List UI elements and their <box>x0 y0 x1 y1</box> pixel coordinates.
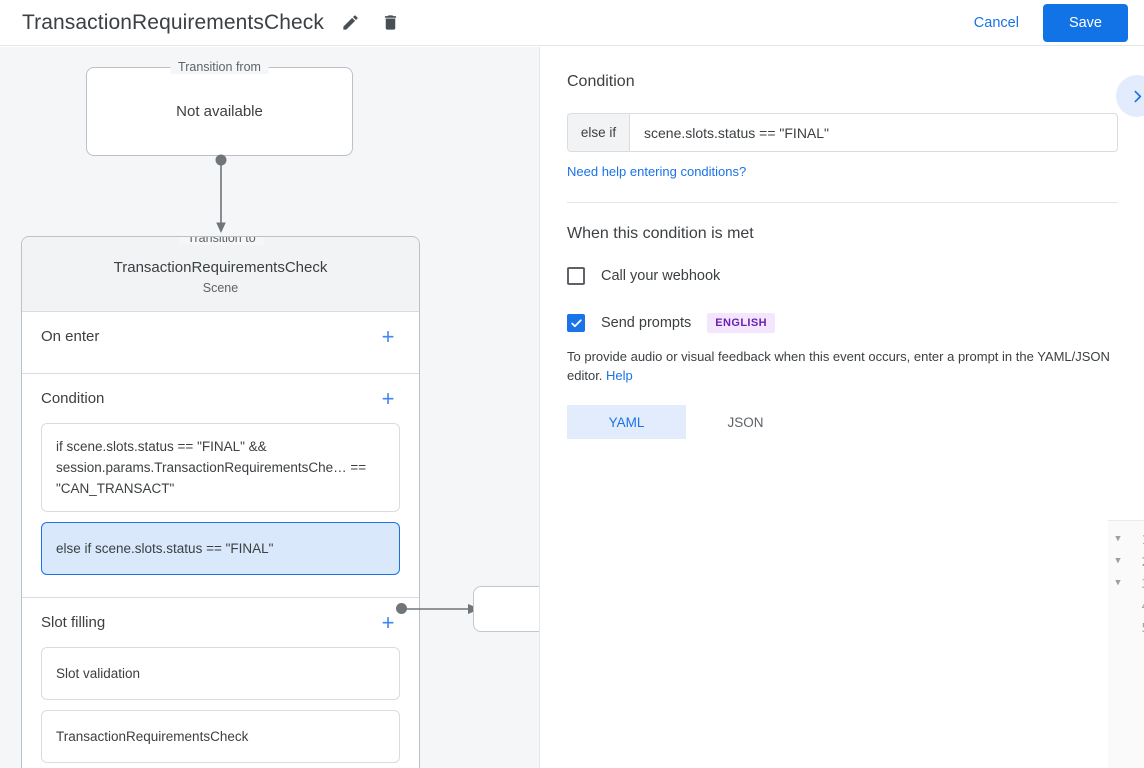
helper-help-link[interactable]: Help <box>606 368 633 383</box>
edge-source-dot <box>396 603 407 614</box>
slot-filling-item[interactable]: Slot validation <box>41 647 400 700</box>
editor-line-number: ▼1 <box>1108 528 1144 550</box>
editor-line-number: ▼2 <box>1108 550 1144 572</box>
language-badge: ENGLISH <box>707 313 775 333</box>
section-title-on-enter: On enter <box>41 328 100 345</box>
condition-item[interactable]: if scene.slots.status == "FINAL" && sess… <box>41 423 400 512</box>
condition-heading: Condition <box>567 73 635 90</box>
helper-sentence: To provide audio or visual feedback when… <box>567 349 1110 383</box>
line-number: 5 <box>1128 620 1144 635</box>
send-prompts-helper-text: To provide audio or visual feedback when… <box>567 347 1118 385</box>
flow-canvas[interactable]: Transition from Not available Transactio… <box>0 47 540 768</box>
code-editor[interactable]: ▼1▼2▼345 candidates: - first_simple: var… <box>1108 520 1144 768</box>
edge-to-next-node <box>404 599 484 624</box>
editor-line-number: 5 <box>1108 616 1144 638</box>
when-condition-met-block: When this condition is met Call your web… <box>541 203 1144 439</box>
section-header-on-enter: On enter + <box>22 312 419 361</box>
editor-line-number: ▼3 <box>1108 572 1144 594</box>
trash-icon[interactable] <box>376 9 404 37</box>
fold-arrow-icon[interactable]: ▼ <box>1115 578 1121 588</box>
fold-arrow-icon[interactable]: ▼ <box>1115 534 1121 544</box>
transition-from-legend: Transition from <box>170 60 269 74</box>
details-panel: Condition else if Need help entering con… <box>541 47 1144 768</box>
transition-from-value: Not available <box>176 103 263 120</box>
condition-expression-input[interactable] <box>630 114 1117 151</box>
pencil-icon[interactable] <box>336 9 364 37</box>
tab-yaml[interactable]: YAML <box>567 405 686 439</box>
line-number: 4 <box>1128 598 1144 613</box>
add-slot-filling-button[interactable]: + <box>381 609 395 635</box>
transition-to-card[interactable]: TransactionRequirementsCheck Scene On en… <box>21 236 420 768</box>
panel-divider <box>567 202 1118 203</box>
line-number: 3 <box>1128 576 1144 591</box>
page-title: TransactionRequirementsCheck <box>22 10 324 34</box>
transition-from-card[interactable]: Transition from Not available <box>86 60 353 156</box>
transition-to-header[interactable]: TransactionRequirementsCheck Scene <box>22 237 419 312</box>
transition-to-kind: Scene <box>202 281 239 295</box>
flow-arrow-down <box>213 154 229 241</box>
section-on-enter: On enter + <box>22 312 419 374</box>
condition-expression-row[interactable]: else if <box>567 113 1118 152</box>
section-condition: Condition + if scene.slots.status == "FI… <box>22 374 419 598</box>
slot-filling-item[interactable]: TransactionRequirementsCheck <box>41 710 400 763</box>
add-condition-button[interactable]: + <box>381 385 395 411</box>
editor-format-tabs: YAML JSON <box>567 405 1118 439</box>
section-title-slot-filling: Slot filling <box>41 614 106 631</box>
section-header-condition: Condition + <box>22 374 419 423</box>
fold-arrow-icon[interactable]: ▼ <box>1115 556 1121 566</box>
editor-gutter: ▼1▼2▼345 <box>1108 521 1144 768</box>
section-header-slot-filling: Slot filling + <box>22 598 419 647</box>
webhook-checkbox-row[interactable]: Call your webhook <box>567 267 1118 285</box>
tab-json[interactable]: JSON <box>727 414 764 430</box>
condition-prefix-label: else if <box>568 114 630 151</box>
cancel-button[interactable]: Cancel <box>962 7 1031 39</box>
condition-help-link[interactable]: Need help entering conditions? <box>567 164 747 179</box>
when-met-heading: When this condition is met <box>567 225 754 242</box>
chevron-right-icon[interactable] <box>1116 75 1144 117</box>
save-button[interactable]: Save <box>1042 3 1128 42</box>
section-title-condition: Condition <box>41 390 105 407</box>
line-number: 1 <box>1128 532 1144 547</box>
webhook-label: Call your webhook <box>601 268 721 284</box>
send-prompts-label: Send prompts <box>601 315 692 331</box>
condition-block: Condition else if Need help entering con… <box>541 47 1144 203</box>
transition-to-name: TransactionRequirementsCheck <box>113 259 328 276</box>
section-slot-filling: Slot filling + Slot validation Transacti… <box>22 598 419 768</box>
send-prompts-row[interactable]: Send prompts ENGLISH <box>567 313 1118 333</box>
app-bar: TransactionRequirementsCheck Cancel Save <box>0 0 1144 46</box>
condition-item-selected[interactable]: else if scene.slots.status == "FINAL" <box>41 522 400 575</box>
add-on-enter-button[interactable]: + <box>381 323 395 349</box>
send-prompts-checkbox[interactable] <box>567 314 585 332</box>
line-number: 2 <box>1128 554 1144 569</box>
webhook-checkbox[interactable] <box>567 267 585 285</box>
next-node-card[interactable] <box>473 586 539 632</box>
editor-line-number: 4 <box>1108 594 1144 616</box>
